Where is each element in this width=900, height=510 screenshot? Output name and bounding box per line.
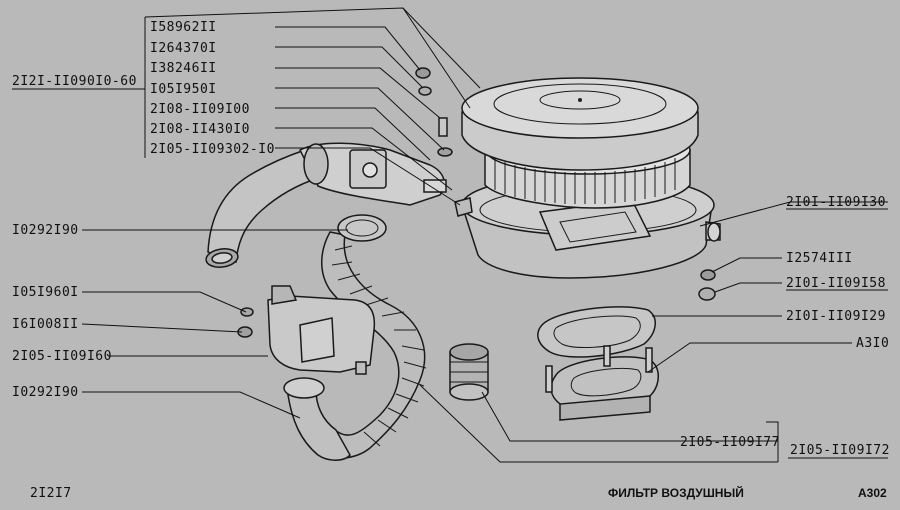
label-p17: А3I0 (856, 336, 889, 351)
air-filter-assembly (205, 67, 721, 461)
sheet-number: 2I2I7 (30, 486, 72, 501)
label-p5: 2I08-II09I00 (150, 102, 250, 117)
label-p13: 2I0I-II09I30 (786, 195, 886, 210)
label-p18: 2I05-II09I77 (680, 435, 780, 450)
intake-housing (298, 142, 447, 206)
label-p14: I2574III (786, 251, 853, 266)
label-p7: 2I05-II09302-I0 (150, 142, 275, 157)
label-p9: I05I960I (12, 285, 79, 300)
label-p3: I38246II (150, 61, 217, 76)
filter-gasket (537, 306, 656, 358)
diagram-title: ФИЛЬТР ВОЗДУШНЫЙ (608, 485, 744, 500)
label-p6: 2I08-II430I0 (150, 122, 250, 137)
intake-hose (205, 149, 320, 268)
label-p8: I0292I90 (12, 223, 79, 238)
assembly-number: 2I2I-II090I0-60 (12, 74, 137, 89)
label-p16: 2I0I-II09I29 (786, 309, 886, 324)
cover-fasteners (415, 67, 473, 217)
label-p2: I264370I (150, 41, 217, 56)
label-underlines (12, 88, 888, 459)
label-p15: 2I0I-II09I58 (786, 276, 886, 291)
label-p10: I6I008II (12, 317, 79, 332)
part-labels: I58962II I264370I I38246II I05I950I 2I08… (12, 20, 890, 458)
shroud-washers (237, 307, 254, 338)
adapter-plate (545, 345, 659, 421)
rubber-sleeve (449, 343, 489, 401)
filter-cover (461, 77, 699, 171)
label-p11: 2I05-II09I60 (12, 349, 112, 364)
leader-lines (14, 7, 888, 463)
page-code: А302 (858, 486, 887, 500)
label-p4: I05I950I (150, 82, 217, 97)
warm-air-shroud (267, 285, 376, 375)
label-p1: I58962II (150, 20, 217, 35)
label-p12: I0292I90 (12, 385, 79, 400)
lower-hose (283, 377, 351, 461)
group-number: 2I05-II09I72 (790, 443, 890, 458)
footer: 2I2I7 ФИЛЬТР ВОЗДУШНЫЙ А302 (30, 485, 887, 501)
right-fasteners (698, 269, 716, 301)
